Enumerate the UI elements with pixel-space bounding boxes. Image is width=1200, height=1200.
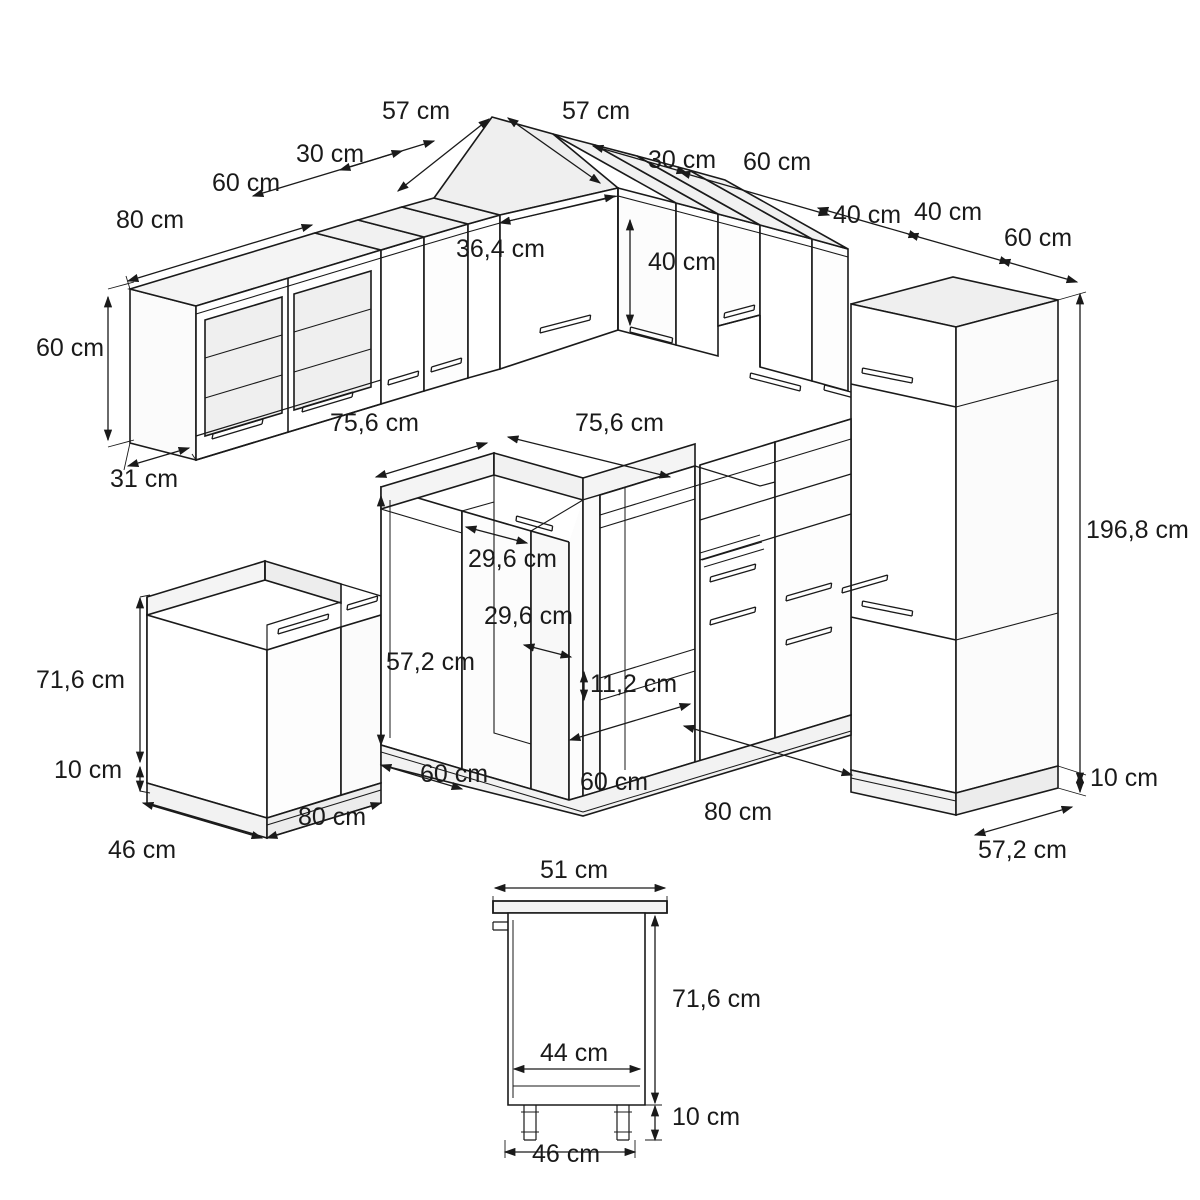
dim-label-detail-worktop-depth: 51 cm xyxy=(540,856,609,884)
dim-label-corner-carcass-upper: 29,6 cm xyxy=(468,545,557,573)
dim-label-tall-unit-height: 196,8 cm xyxy=(1086,516,1189,544)
dim-label-plinth-height-right: 10 cm xyxy=(1090,764,1159,792)
dim-label-detail-carcass-height: 71,6 cm xyxy=(672,985,761,1013)
dimension-lines-detail xyxy=(492,883,668,1158)
dim-label-upper-40-a: 40 cm xyxy=(833,201,902,229)
dim-label-worktop-right: 75,6 cm xyxy=(575,409,664,437)
base-drawer-unit-a xyxy=(694,440,776,763)
dim-label-plinth-height-left: 10 cm xyxy=(54,756,123,784)
base-sink-unit-80 xyxy=(146,559,382,840)
base-drawer-unit-b xyxy=(774,417,852,740)
dim-label-upper-30-left: 30 cm xyxy=(296,140,365,168)
dim-label-tall-top-width: 60 cm xyxy=(1004,224,1073,252)
dim-label-base-60-left: 60 cm xyxy=(420,760,489,788)
dim-label-corner-door-width: 36,4 cm xyxy=(456,235,545,263)
wall-unit-30-left-b xyxy=(398,197,504,380)
dim-label-tall-unit-depth: 57,2 cm xyxy=(978,836,1067,864)
dimension-lines-upper xyxy=(103,117,1079,471)
wall-unit-glass-80 xyxy=(127,232,384,462)
dim-label-wall-unit-height: 60 cm xyxy=(36,334,105,362)
dim-label-bridge-height: 40 cm xyxy=(648,248,717,276)
dim-label-sink-base-height: 71,6 cm xyxy=(36,666,125,694)
dim-label-base-carcass-height: 57,2 cm xyxy=(386,648,475,676)
detail-side-elevation xyxy=(492,900,668,1141)
dim-label-base-80-left: 80 cm xyxy=(298,803,367,831)
dim-label-upper-30-right: 30 cm xyxy=(648,146,717,174)
dim-label-corner-depth-right: 57 cm xyxy=(562,97,631,125)
dim-label-upper-80: 80 cm xyxy=(116,206,185,234)
dim-label-plinth-recess: 11,2 cm xyxy=(590,670,678,698)
dim-label-detail-overall-depth: 46 cm xyxy=(532,1140,601,1168)
dim-label-detail-carcass-depth: 44 cm xyxy=(540,1039,609,1067)
worktop-right-run xyxy=(599,419,852,568)
base-handles-left xyxy=(841,574,889,594)
dim-label-corner-depth-left: 57 cm xyxy=(382,97,451,125)
dim-label-base-60-right: 60 cm xyxy=(580,768,649,796)
tall-unit-right xyxy=(850,276,1059,817)
dim-label-worktop-left: 75,6 cm xyxy=(330,409,419,437)
dim-label-wall-unit-depth: 31 cm xyxy=(110,465,179,493)
dim-label-upper-40-b: 40 cm xyxy=(914,198,983,226)
dim-label-upper-60-left: 60 cm xyxy=(212,169,281,197)
dim-label-upper-60-right: 60 cm xyxy=(743,148,812,176)
dim-label-sink-base-depth: 46 cm xyxy=(108,836,177,864)
dim-label-base-80-right: 80 cm xyxy=(704,798,773,826)
wall-unit-60-left xyxy=(312,219,427,406)
dimension-lines-lower xyxy=(135,291,1087,840)
dim-label-detail-leg-height: 10 cm xyxy=(672,1103,741,1131)
dim-label-corner-carcass-lower: 29,6 cm xyxy=(484,602,573,630)
